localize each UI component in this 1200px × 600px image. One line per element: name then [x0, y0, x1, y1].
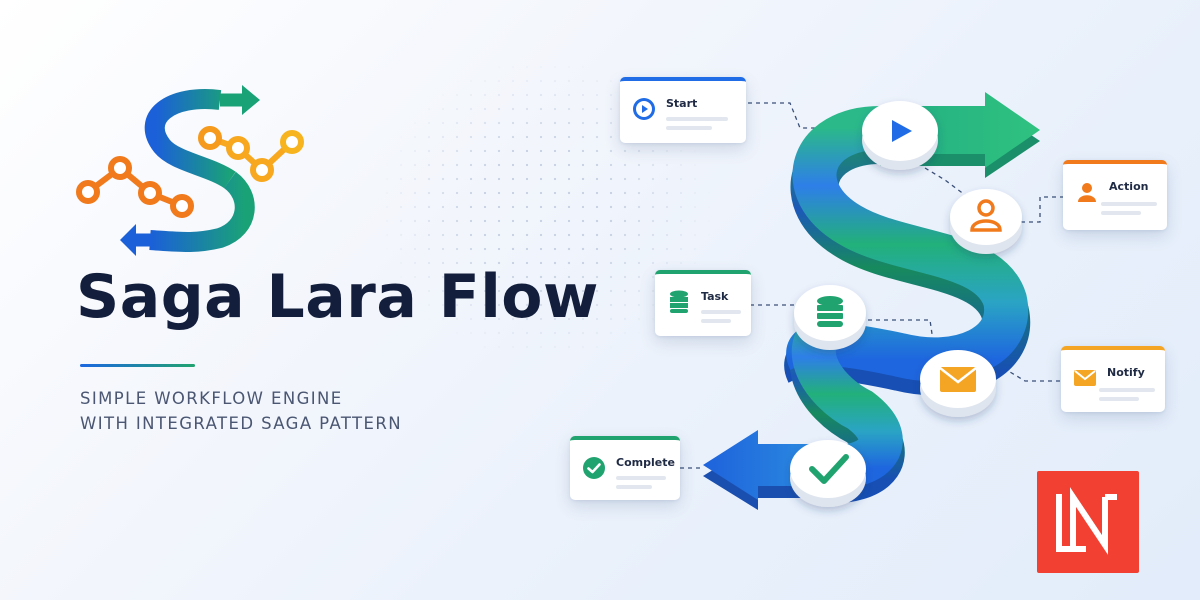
check-circle-icon — [582, 456, 606, 480]
envelope-icon — [1073, 366, 1097, 390]
placeholder-line — [1101, 202, 1157, 206]
step-card-task: Task — [655, 270, 751, 336]
user-icon — [970, 199, 1002, 232]
database-icon — [667, 290, 691, 314]
envelope-icon — [939, 367, 977, 392]
step-label-complete: Complete — [616, 456, 675, 469]
database-icon — [817, 296, 843, 327]
check-icon — [809, 454, 849, 484]
placeholder-line — [1099, 397, 1139, 401]
placeholder-line — [701, 310, 741, 314]
ln-logo-badge — [1037, 471, 1139, 573]
placeholder-line — [701, 319, 731, 323]
placeholder-line — [1101, 211, 1141, 215]
ln-logo-icon — [1056, 487, 1117, 555]
step-card-start: Start — [620, 77, 746, 143]
step-card-notify: Notify — [1061, 346, 1165, 412]
subtitle: SIMPLE WORKFLOW ENGINE WITH INTEGRATED S… — [80, 386, 402, 436]
saga-lara-flow-logo — [76, 85, 304, 256]
placeholder-line — [666, 126, 712, 130]
placeholder-line — [1099, 388, 1155, 392]
title-underline — [80, 364, 195, 367]
step-label-start: Start — [666, 97, 698, 110]
step-label-task: Task — [701, 290, 729, 303]
play-icon — [892, 120, 912, 142]
play-circle-icon — [632, 97, 656, 121]
user-icon — [1075, 180, 1099, 204]
step-card-action: Action — [1063, 160, 1167, 230]
placeholder-line — [616, 476, 666, 480]
page-title: Saga Lara Flow — [76, 262, 599, 332]
step-card-complete: Complete — [570, 436, 680, 500]
step-label-action: Action — [1109, 180, 1149, 193]
placeholder-line — [616, 485, 652, 489]
subtitle-line-1: SIMPLE WORKFLOW ENGINE — [80, 389, 343, 408]
placeholder-line — [666, 117, 728, 121]
subtitle-line-2: WITH INTEGRATED SAGA PATTERN — [80, 414, 402, 433]
step-label-notify: Notify — [1107, 366, 1145, 379]
